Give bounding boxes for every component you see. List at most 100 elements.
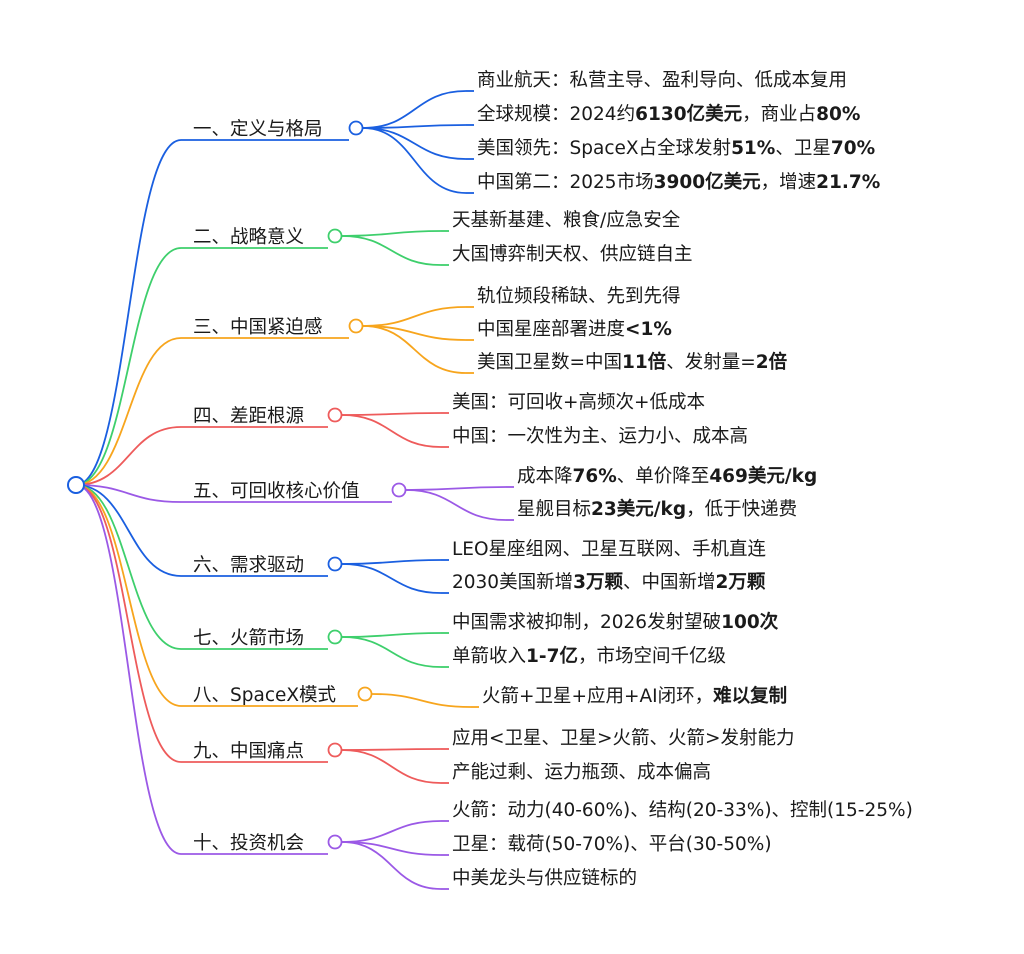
branch-3-collapse-toggle[interactable]: [348, 318, 364, 334]
branch-9-label[interactable]: 九、中国痛点: [193, 741, 304, 762]
branch-2-child-item[interactable]: 天基新基建、粮食/应急安全: [452, 210, 681, 231]
branch-10-label[interactable]: 十、投资机会: [193, 833, 304, 854]
branch-5-child-connector: [405, 486, 507, 491]
branch-6-child-connector: [341, 559, 442, 565]
branch-3-child-item[interactable]: 中国星座部署进度<1%: [477, 319, 672, 340]
highlight-text: 76%: [573, 466, 617, 487]
branch-2-child-connector: [341, 235, 442, 266]
branch-5-collapse-toggle[interactable]: [391, 482, 407, 498]
branch-1-child-connector: [362, 90, 467, 129]
branch-7-connector: [75, 484, 182, 650]
branch-5-child-item[interactable]: 成本降76%、单价降至469美元/kg: [517, 465, 817, 487]
branch-5-child-connector: [405, 489, 507, 521]
branch-4-collapse-toggle[interactable]: [327, 407, 343, 423]
branch-10-child-connector: [341, 841, 442, 856]
item-text: 星舰目标: [517, 499, 591, 520]
item-text: 商业航天：私营主导、盈利导向、低成本复用: [477, 70, 847, 91]
item-text: 火箭+卫星+应用+AI闭环，: [482, 686, 713, 707]
branch-4-child-connector: [341, 414, 442, 448]
branch-1-child-item[interactable]: 中国第二：2025市场3900亿美元，增速21.7%: [477, 171, 880, 193]
branch-1-connector: [75, 139, 182, 486]
item-text: LEO星座组网、卫星互联网、手机直连: [452, 539, 766, 560]
connector-layer: [75, 90, 514, 890]
item-text: 中国第二：2025市场: [477, 172, 654, 193]
branch-2-child-connector: [341, 230, 442, 237]
branch-1-collapse-toggle[interactable]: [348, 120, 364, 136]
branch-9-child-item[interactable]: 应用<卫星、卫星>火箭、火箭>发射能力: [452, 728, 795, 749]
branch-3-child-item[interactable]: 美国卫星数=中国11倍、发射量=2倍: [477, 351, 788, 373]
branch-7-child-connector: [341, 636, 442, 668]
branch-7-child-connector: [341, 632, 442, 638]
branch-2-collapse-toggle[interactable]: [327, 228, 343, 244]
branch-7-collapse-toggle[interactable]: [327, 629, 343, 645]
branch-9-child-item[interactable]: 产能过剩、运力瓶颈、成本偏高: [452, 762, 711, 783]
branch-8-child-item[interactable]: 火箭+卫星+应用+AI闭环，难以复制: [482, 685, 787, 707]
item-text: 应用<卫星、卫星>火箭、火箭>发射能力: [452, 728, 795, 749]
branch-4-child-item[interactable]: 美国：可回收+高频次+低成本: [452, 392, 705, 413]
branch-6-child-connector: [341, 563, 442, 594]
item-text: ，增速: [761, 172, 817, 193]
branch-1-child-item[interactable]: 全球规模：2024约6130亿美元，商业占80%: [477, 103, 860, 125]
item-text: 产能过剩、运力瓶颈、成本偏高: [452, 762, 711, 783]
branch-6-child-item[interactable]: LEO星座组网、卫星互联网、手机直连: [452, 539, 766, 560]
item-text: ，低于快递费: [686, 499, 797, 520]
branch-10-child-item[interactable]: 卫星：载荷(50-70%)、平台(30-50%): [452, 834, 772, 855]
node-layer: 一、定义与格局 商业航天：私营主导、盈利导向、低成本复用全球规模：2024约613…: [67, 70, 913, 889]
branch-3-child-item[interactable]: 轨位频段稀缺、先到先得: [477, 286, 681, 307]
item-text: 、单价降至: [617, 466, 710, 487]
branch-5-label[interactable]: 五、可回收核心价值: [193, 481, 360, 502]
item-text: 天基新基建、粮食/应急安全: [452, 210, 681, 231]
branch-10-child-item[interactable]: 中美龙头与供应链标的: [452, 868, 637, 889]
branch-3-label[interactable]: 三、中国紧迫感: [193, 317, 323, 338]
branch-3-connector: [75, 337, 182, 486]
item-text: 、中国新增: [623, 572, 716, 593]
branch-1-child-connector: [362, 124, 467, 129]
branch-3-child-connector: [362, 325, 467, 341]
branch-8-collapse-toggle[interactable]: [357, 686, 373, 702]
branch-1-child-item[interactable]: 商业航天：私营主导、盈利导向、低成本复用: [477, 70, 847, 91]
item-text: ，商业占: [742, 104, 816, 125]
branch-5-connector: [75, 484, 182, 503]
branch-2-label[interactable]: 二、战略意义: [193, 227, 304, 248]
branch-4-child-item[interactable]: 中国：一次性为主、运力小、成本高: [452, 426, 748, 447]
branch-7-child-item[interactable]: 中国需求被抑制，2026发射望破100次: [452, 611, 779, 633]
branch-4-child-connector: [341, 412, 442, 416]
item-text: 美国卫星数=中国: [477, 352, 622, 373]
item-text: 火箭：动力(40-60%)、结构(20-33%)、控制(15-25%): [452, 800, 913, 821]
item-text: 全球规模：2024约: [477, 104, 635, 125]
branch-10-child-connector: [341, 820, 442, 843]
item-text: ，市场空间千亿级: [578, 646, 726, 667]
branch-1-child-item[interactable]: 美国领先：SpaceX占全球发射51%、卫星70%: [477, 138, 875, 159]
branch-1-label[interactable]: 一、定义与格局: [193, 119, 323, 140]
branch-7-child-item[interactable]: 单箭收入1-7亿，市场空间千亿级: [452, 645, 726, 667]
branch-7-label[interactable]: 七、火箭市场: [193, 628, 304, 649]
branch-10-collapse-toggle[interactable]: [327, 834, 343, 850]
branch-6-label[interactable]: 六、需求驱动: [193, 555, 304, 576]
branch-2-child-item[interactable]: 大国博弈制天权、供应链自主: [452, 244, 693, 265]
highlight-text: 2倍: [756, 351, 788, 373]
branch-10-child-item[interactable]: 火箭：动力(40-60%)、结构(20-33%)、控制(15-25%): [452, 800, 913, 821]
branch-8-connector: [75, 484, 182, 707]
branch-9-child-connector: [341, 748, 442, 751]
highlight-text: 51%: [731, 138, 775, 159]
branch-4-label[interactable]: 四、差距根源: [193, 406, 304, 427]
branch-4-connector: [75, 426, 182, 486]
branch-9-collapse-toggle[interactable]: [327, 742, 343, 758]
highlight-text: 100次: [721, 611, 779, 633]
item-text: 、发射量=: [666, 352, 756, 373]
branch-1-child-connector: [362, 127, 467, 194]
root-node[interactable]: [67, 476, 85, 494]
item-text: 美国：可回收+高频次+低成本: [452, 392, 705, 413]
highlight-text: 1-7亿: [526, 645, 578, 667]
branch-9-connector: [75, 484, 182, 763]
highlight-text: 23美元/kg: [591, 498, 686, 520]
branch-5-child-item[interactable]: 星舰目标23美元/kg，低于快递费: [517, 498, 797, 520]
branch-10-connector: [75, 484, 182, 855]
branch-8-label[interactable]: 八、SpaceX模式: [193, 685, 336, 706]
branch-6-collapse-toggle[interactable]: [327, 556, 343, 572]
highlight-text: 21.7%: [816, 172, 880, 193]
branch-9-child-connector: [341, 749, 442, 784]
item-text: 轨位频段稀缺、先到先得: [477, 286, 681, 307]
branch-6-child-item[interactable]: 2030美国新增3万颗、中国新增2万颗: [452, 572, 766, 593]
highlight-text: <1%: [625, 319, 672, 340]
